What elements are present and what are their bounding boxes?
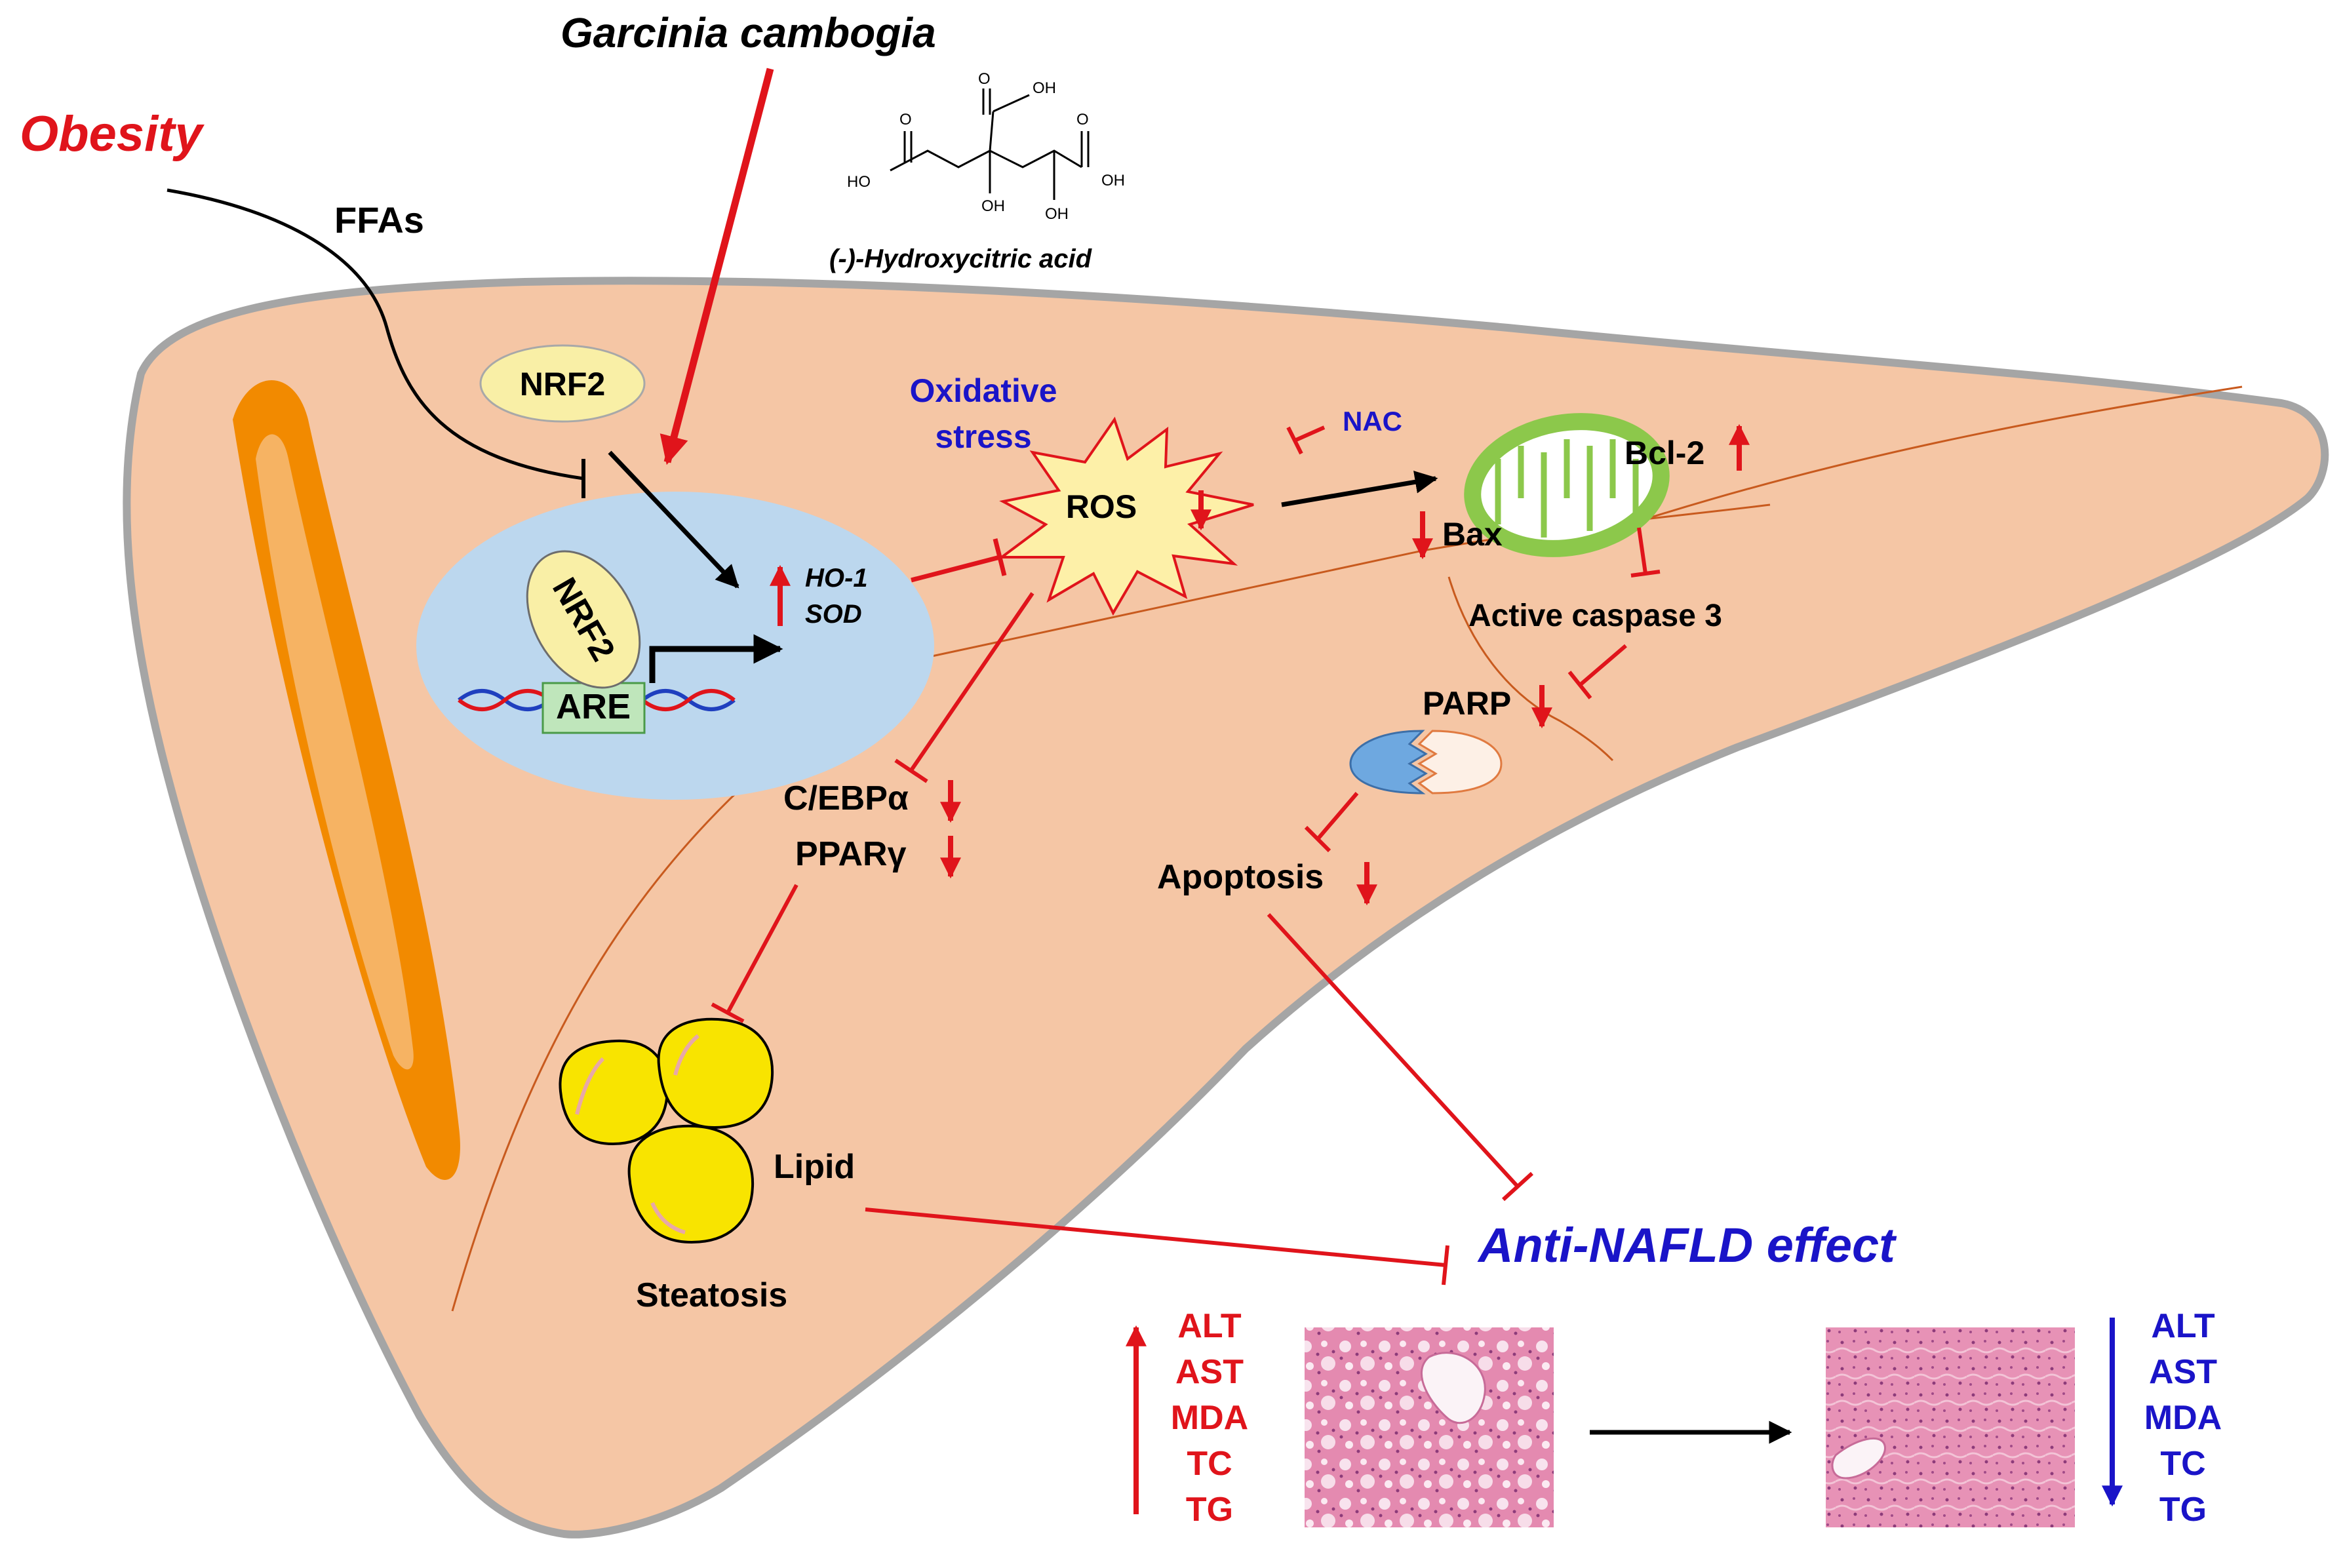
mito-caspase-inhibition — [1637, 527, 1647, 574]
apoptosis-nafld-inhibition-bar — [1501, 1171, 1534, 1202]
ros-mito-arrow — [1281, 471, 1438, 507]
svg-text:O: O — [978, 70, 991, 88]
marker-down-item: MDA — [2144, 1399, 2222, 1437]
nrf2-translocation-arrow — [608, 450, 739, 589]
pparg-lipid-inhibition — [726, 884, 798, 1014]
liver-lobe-line — [904, 503, 1771, 663]
garcinia-label: Garcinia cambogia — [561, 9, 936, 56]
svg-text:OH: OH — [981, 197, 1005, 215]
transcription-arrow — [649, 634, 783, 683]
molecule-atoms: OH O O HO OH O OH OH — [847, 70, 1125, 223]
cebpa-label: C/EBPα — [783, 779, 909, 817]
marker-down-item: AST — [2149, 1353, 2217, 1391]
lipid-label: Lipid — [774, 1148, 855, 1186]
pparg-label: PPARγ — [795, 835, 907, 873]
hydroxycitric-acid-structure — [890, 88, 1090, 200]
nac-label: NAC — [1343, 406, 1402, 437]
ffas-inhibition-curve — [167, 188, 584, 480]
steatosis-label: Steatosis — [636, 1276, 787, 1314]
oxidative-label: Oxidative — [909, 372, 1057, 409]
caspase-parp-inhibition-bar — [1567, 671, 1592, 699]
marker-down-item: TC — [2160, 1445, 2205, 1483]
gallbladder-highlight — [256, 434, 414, 1070]
lipid-nafld-inhibition — [865, 1207, 1446, 1267]
nac-ros-inhibition-bar — [1286, 426, 1303, 455]
svg-text:O: O — [899, 111, 912, 128]
parp-label: PARP — [1423, 685, 1511, 722]
starburst-icon — [997, 416, 1254, 616]
pparg-lipid-inhibition-bar — [711, 1002, 745, 1023]
marker-up-item: ALT — [1177, 1307, 1241, 1345]
svg-text:O: O — [1076, 111, 1089, 128]
ros-label: ROS — [1066, 488, 1137, 525]
nrf2-cytoplasmic-ellipse — [479, 344, 646, 423]
hca-name-label: (-)-Hydroxycitric acid — [829, 245, 1093, 273]
ho1-label: HO-1 — [805, 564, 868, 593]
are-label: ARE — [556, 687, 631, 726]
marker-up-item: TC — [1187, 1445, 1232, 1483]
histology-normal-image — [1826, 1327, 2075, 1527]
ho1-ros-inhibition — [911, 555, 1000, 583]
lipid-droplet-icon — [559, 1017, 774, 1244]
lipid-nafld-inhibition-bar — [1442, 1245, 1449, 1285]
histology-vessel — [1421, 1352, 1486, 1424]
ffas-label: FFAs — [334, 199, 424, 241]
anti-nafld-label: Anti-NAFLD effect — [1477, 1218, 1897, 1272]
ros-cebpa-inhibition-bar — [894, 758, 928, 783]
nac-ros-inhibition — [1293, 425, 1326, 442]
marker-down-item: TG — [2159, 1491, 2207, 1529]
are-box — [541, 682, 646, 734]
bax-label: Bax — [1442, 516, 1503, 553]
svg-text:OH: OH — [1045, 205, 1069, 223]
mitochondrion-icon — [1464, 413, 1670, 557]
parp-apoptosis-inhibition — [1316, 792, 1359, 840]
liver-lobe-line — [1638, 385, 2243, 522]
apoptosis-label: Apoptosis — [1157, 858, 1324, 896]
svg-text:OH: OH — [1101, 172, 1125, 189]
cleaved-parp-icon — [1349, 730, 1503, 794]
parp-apoptosis-inhibition-bar — [1304, 825, 1331, 853]
stress-label: stress — [935, 418, 1031, 455]
nrf2-cytoplasmic-label: NRF2 — [520, 366, 606, 402]
mito-caspase-inhibition-bar — [1630, 570, 1661, 578]
bcl2-label: Bcl-2 — [1624, 435, 1704, 471]
ros-cebpa-inhibition — [909, 592, 1034, 772]
nucleus — [416, 492, 934, 800]
garcinia-arrow — [660, 68, 774, 465]
caspase-parp-inhibition — [1579, 644, 1627, 687]
ho1-ros-inhibition-bar — [993, 538, 1007, 576]
histology-vessel — [1831, 1437, 1886, 1480]
markers-up-list: ALT AST MDA TC TG — [1171, 1307, 1248, 1529]
marker-up-item: AST — [1175, 1353, 1244, 1391]
svg-text:HO: HO — [847, 173, 871, 191]
marker-down-item: ALT — [2151, 1307, 2215, 1345]
marker-up-item: TG — [1186, 1491, 1233, 1529]
caspase-label: Active caspase 3 — [1468, 598, 1722, 633]
obesity-label: Obesity — [20, 106, 205, 162]
apoptosis-nafld-inhibition — [1267, 912, 1520, 1188]
marker-up-item: MDA — [1171, 1399, 1248, 1437]
nrf2-nuclear-ellipse — [526, 550, 641, 689]
svg-text:OH: OH — [1033, 79, 1056, 97]
markers-down-list: ALT AST MDA TC TG — [2144, 1307, 2222, 1529]
sod-label: SOD — [805, 600, 862, 629]
